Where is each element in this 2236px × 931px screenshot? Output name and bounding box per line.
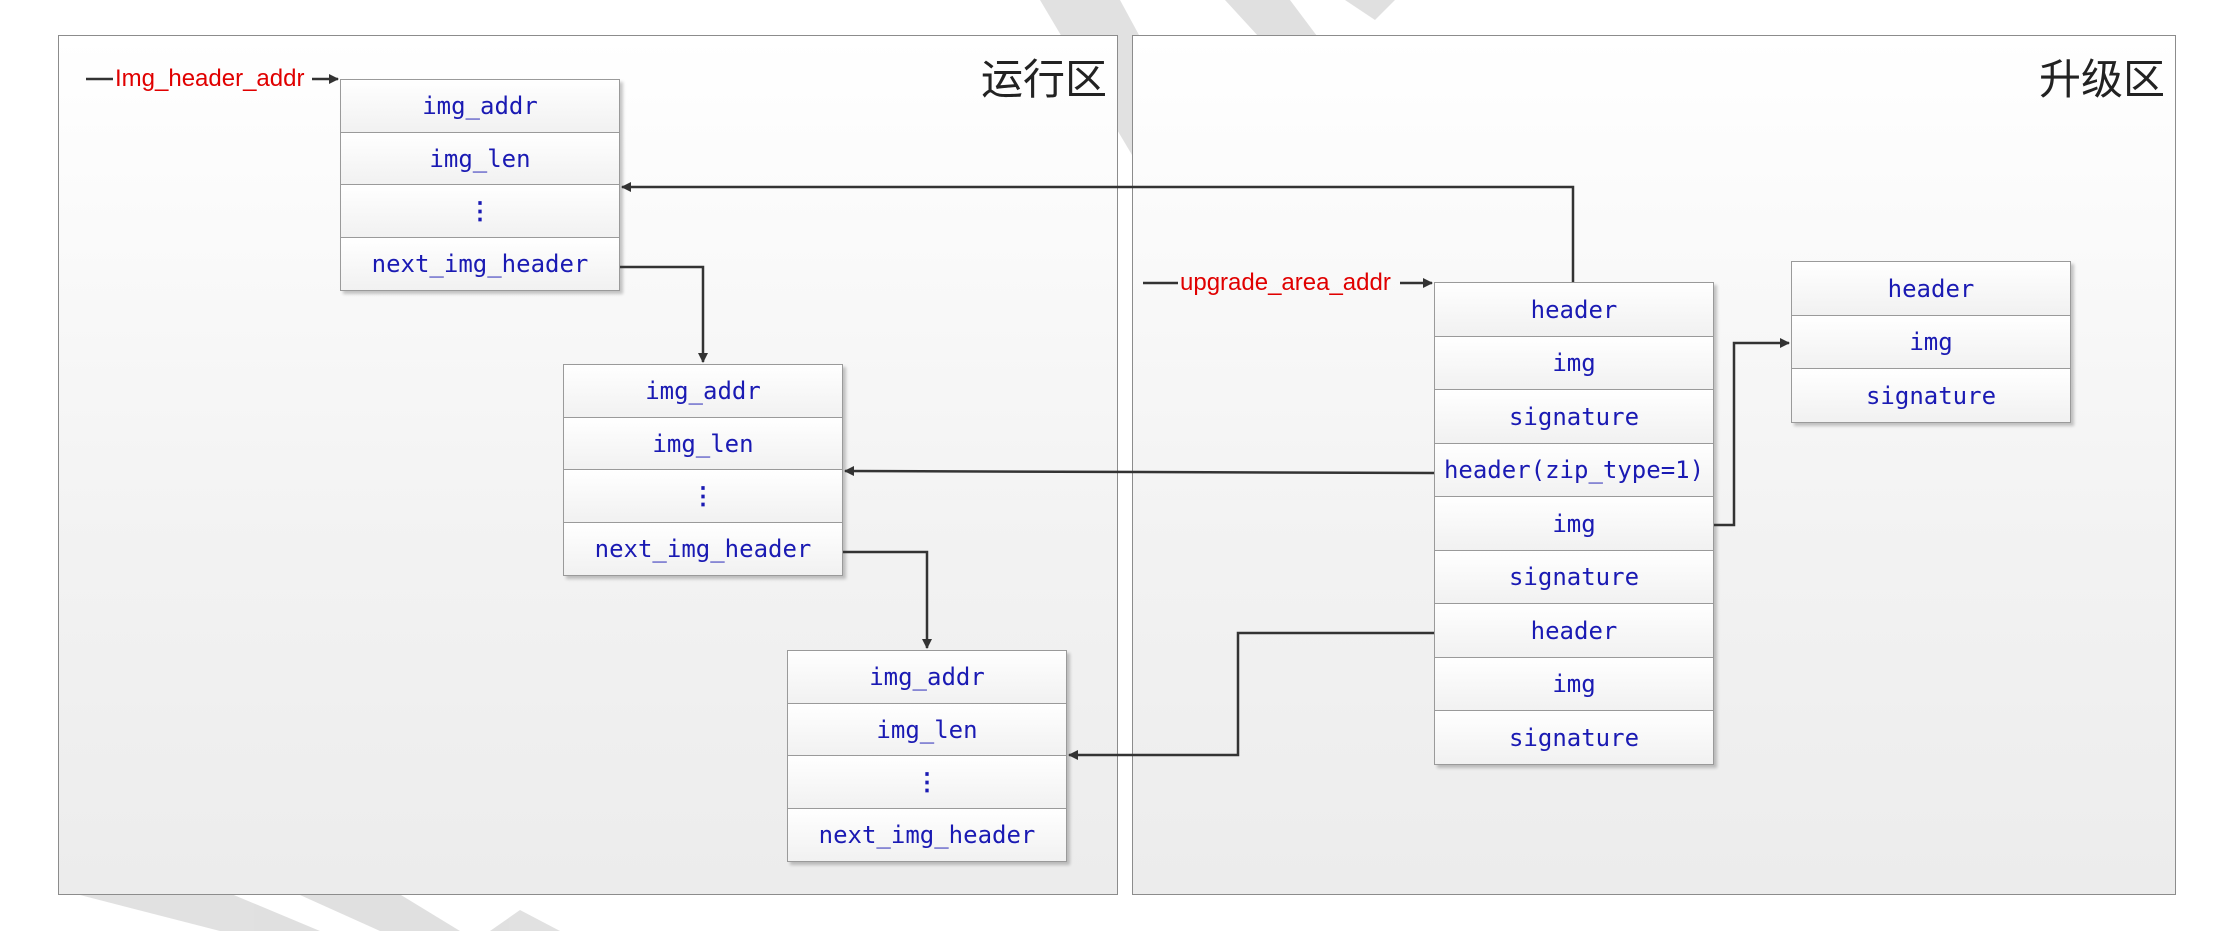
img-cell: img: [1434, 335, 1714, 391]
img-len-cell: img_len: [340, 131, 620, 186]
zip-contents-stack: header img signature: [1791, 261, 2071, 423]
img-len-cell: img_len: [563, 416, 843, 471]
signature-cell: signature: [1791, 368, 2071, 423]
zip-header-cell: header(zip_type=1): [1434, 442, 1714, 498]
upgrade-area-addr-label: upgrade_area_addr: [1180, 269, 1391, 296]
run-area-title: 运行区: [980, 55, 1107, 104]
signature-cell: signature: [1434, 710, 1714, 765]
ellipsis-cell: ⋮: [563, 469, 843, 523]
image-header-2: img_addr img_len ⋮ next_img_header: [563, 364, 843, 576]
next-img-header-cell: next_img_header: [563, 521, 843, 576]
ellipsis-cell: ⋮: [787, 755, 1067, 809]
img-addr-cell: img_addr: [787, 650, 1067, 704]
img-len-cell: img_len: [787, 702, 1067, 757]
next-img-header-cell: next_img_header: [787, 807, 1067, 862]
img-addr-cell: img_addr: [563, 364, 843, 418]
img-cell: img: [1434, 496, 1714, 551]
image-header-3: img_addr img_len ⋮ next_img_header: [787, 650, 1067, 862]
image-header-1: img_addr img_len ⋮ next_img_header: [340, 79, 620, 291]
img-addr-cell: img_addr: [340, 79, 620, 133]
upgrade-package-stack: header img signature header(zip_type=1) …: [1434, 282, 1714, 765]
header-cell: header: [1434, 282, 1714, 337]
img-cell: img: [1434, 656, 1714, 712]
header-cell: header: [1434, 603, 1714, 658]
img-header-addr-label: Img_header_addr: [115, 65, 305, 92]
next-img-header-cell: next_img_header: [340, 236, 620, 291]
upgrade-area-title: 升级区: [2038, 55, 2165, 104]
ellipsis-cell: ⋮: [340, 184, 620, 238]
img-cell: img: [1791, 314, 2071, 370]
signature-cell: signature: [1434, 389, 1714, 444]
signature-cell: signature: [1434, 549, 1714, 605]
header-cell: header: [1791, 261, 2071, 316]
